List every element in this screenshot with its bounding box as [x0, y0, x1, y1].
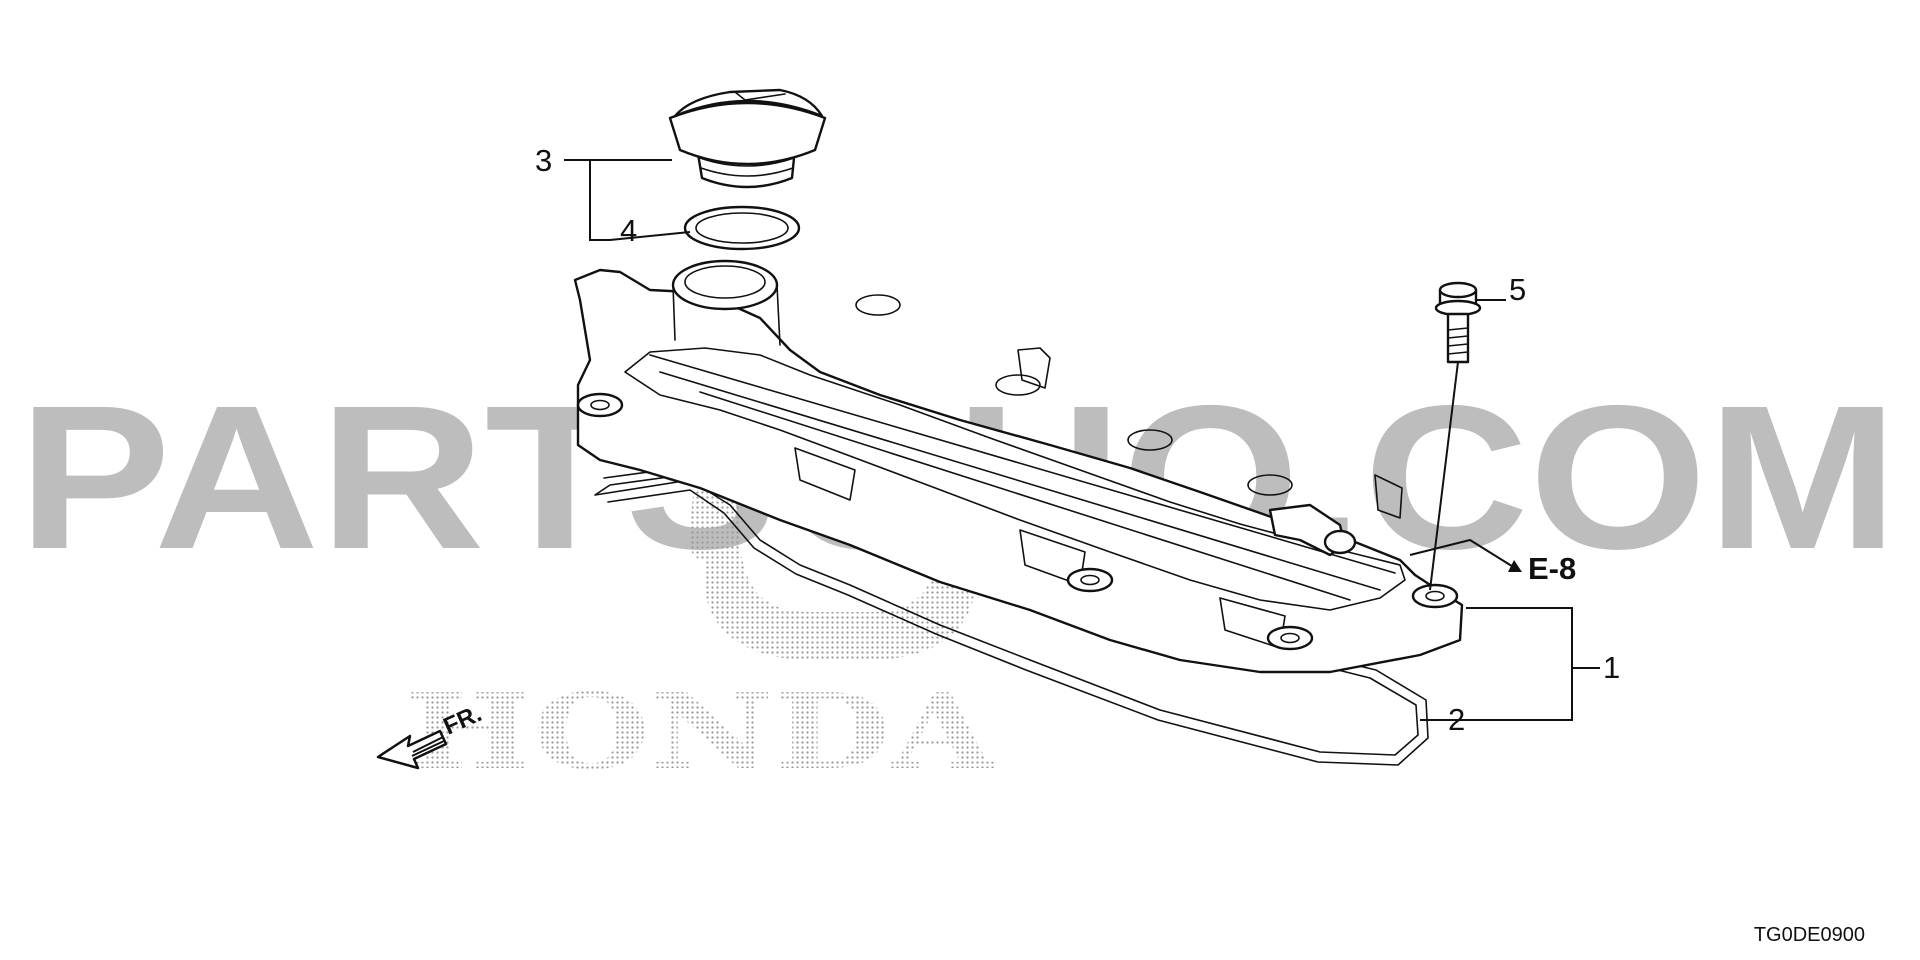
reference-e8: E-8 — [1528, 551, 1576, 586]
callout-4: 4 — [620, 213, 637, 248]
callout-2: 2 — [1448, 702, 1465, 737]
leader-lines — [564, 159, 1600, 721]
mounting-bosses — [576, 392, 1459, 651]
honda-wordmark: HONDA — [405, 670, 997, 793]
callout-1: 1 — [1603, 650, 1620, 685]
callout-5: 5 — [1509, 272, 1526, 307]
honda-logo-watermark: HONDA — [405, 470, 997, 793]
o-ring — [683, 205, 801, 251]
honda-h-mark — [689, 470, 991, 660]
diagram-code: TG0DE0900 — [1754, 924, 1865, 946]
flange-bolt — [1429, 281, 1482, 591]
oil-filler-cap — [668, 88, 827, 189]
pcv-valve — [1268, 503, 1357, 557]
callout-3: 3 — [535, 143, 552, 178]
cylinder-head-cover — [573, 259, 1464, 674]
